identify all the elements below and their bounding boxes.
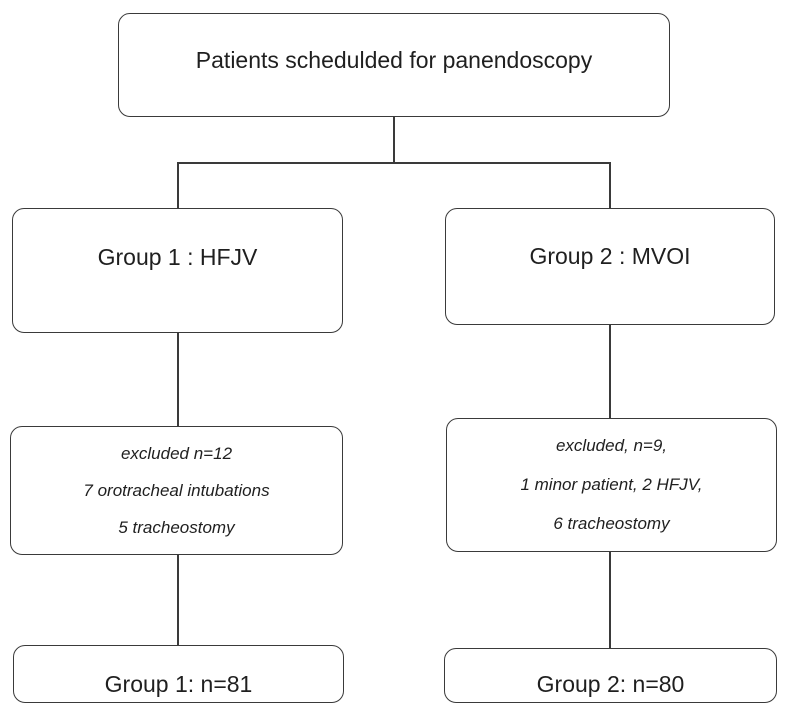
connector-title-down bbox=[393, 117, 395, 164]
node-group2-mvoi-label: Group 2 : MVOI bbox=[529, 243, 691, 269]
node-group1-hfjv: Group 1 : HFJV bbox=[12, 208, 343, 333]
node-patients-scheduled-label: Patients schedulded for panendoscopy bbox=[195, 46, 593, 73]
node-patients-scheduled: Patients schedulded for panendoscopy bbox=[118, 13, 670, 117]
node-exclusion-group1: excluded n=12 7 orotracheal intubations … bbox=[10, 426, 343, 555]
node-result-group2: Group 2: n=80 bbox=[444, 648, 777, 703]
node-exclusion-group2: excluded, n=9, 1 minor patient, 2 HFJV, … bbox=[446, 418, 777, 552]
node-group1-hfjv-label: Group 1 : HFJV bbox=[97, 244, 258, 270]
node-result-group2-label: Group 2: n=80 bbox=[536, 670, 685, 697]
connector-exclusion1-to-result1 bbox=[177, 555, 179, 645]
exclusion1-line-2: 7 orotracheal intubations bbox=[83, 480, 270, 500]
connector-exclusion2-to-result2 bbox=[609, 552, 611, 648]
node-result-group1: Group 1: n=81 bbox=[13, 645, 344, 703]
exclusion2-line-3: 6 tracheostomy bbox=[553, 513, 670, 533]
exclusion1-line-1: excluded n=12 bbox=[120, 443, 233, 463]
connector-branch-horizontal bbox=[177, 162, 611, 164]
exclusion2-line-1: excluded, n=9, bbox=[555, 436, 668, 456]
node-result-group1-label: Group 1: n=81 bbox=[104, 670, 253, 697]
node-group2-mvoi: Group 2 : MVOI bbox=[445, 208, 775, 325]
connector-group1-to-exclusion1 bbox=[177, 333, 179, 426]
exclusion2-line-2: 1 minor patient, 2 HFJV, bbox=[520, 474, 703, 494]
connector-left-branch-down bbox=[177, 162, 179, 208]
connector-group2-to-exclusion2 bbox=[609, 325, 611, 418]
connector-right-branch-down bbox=[609, 162, 611, 208]
exclusion1-line-3: 5 tracheostomy bbox=[118, 517, 235, 537]
